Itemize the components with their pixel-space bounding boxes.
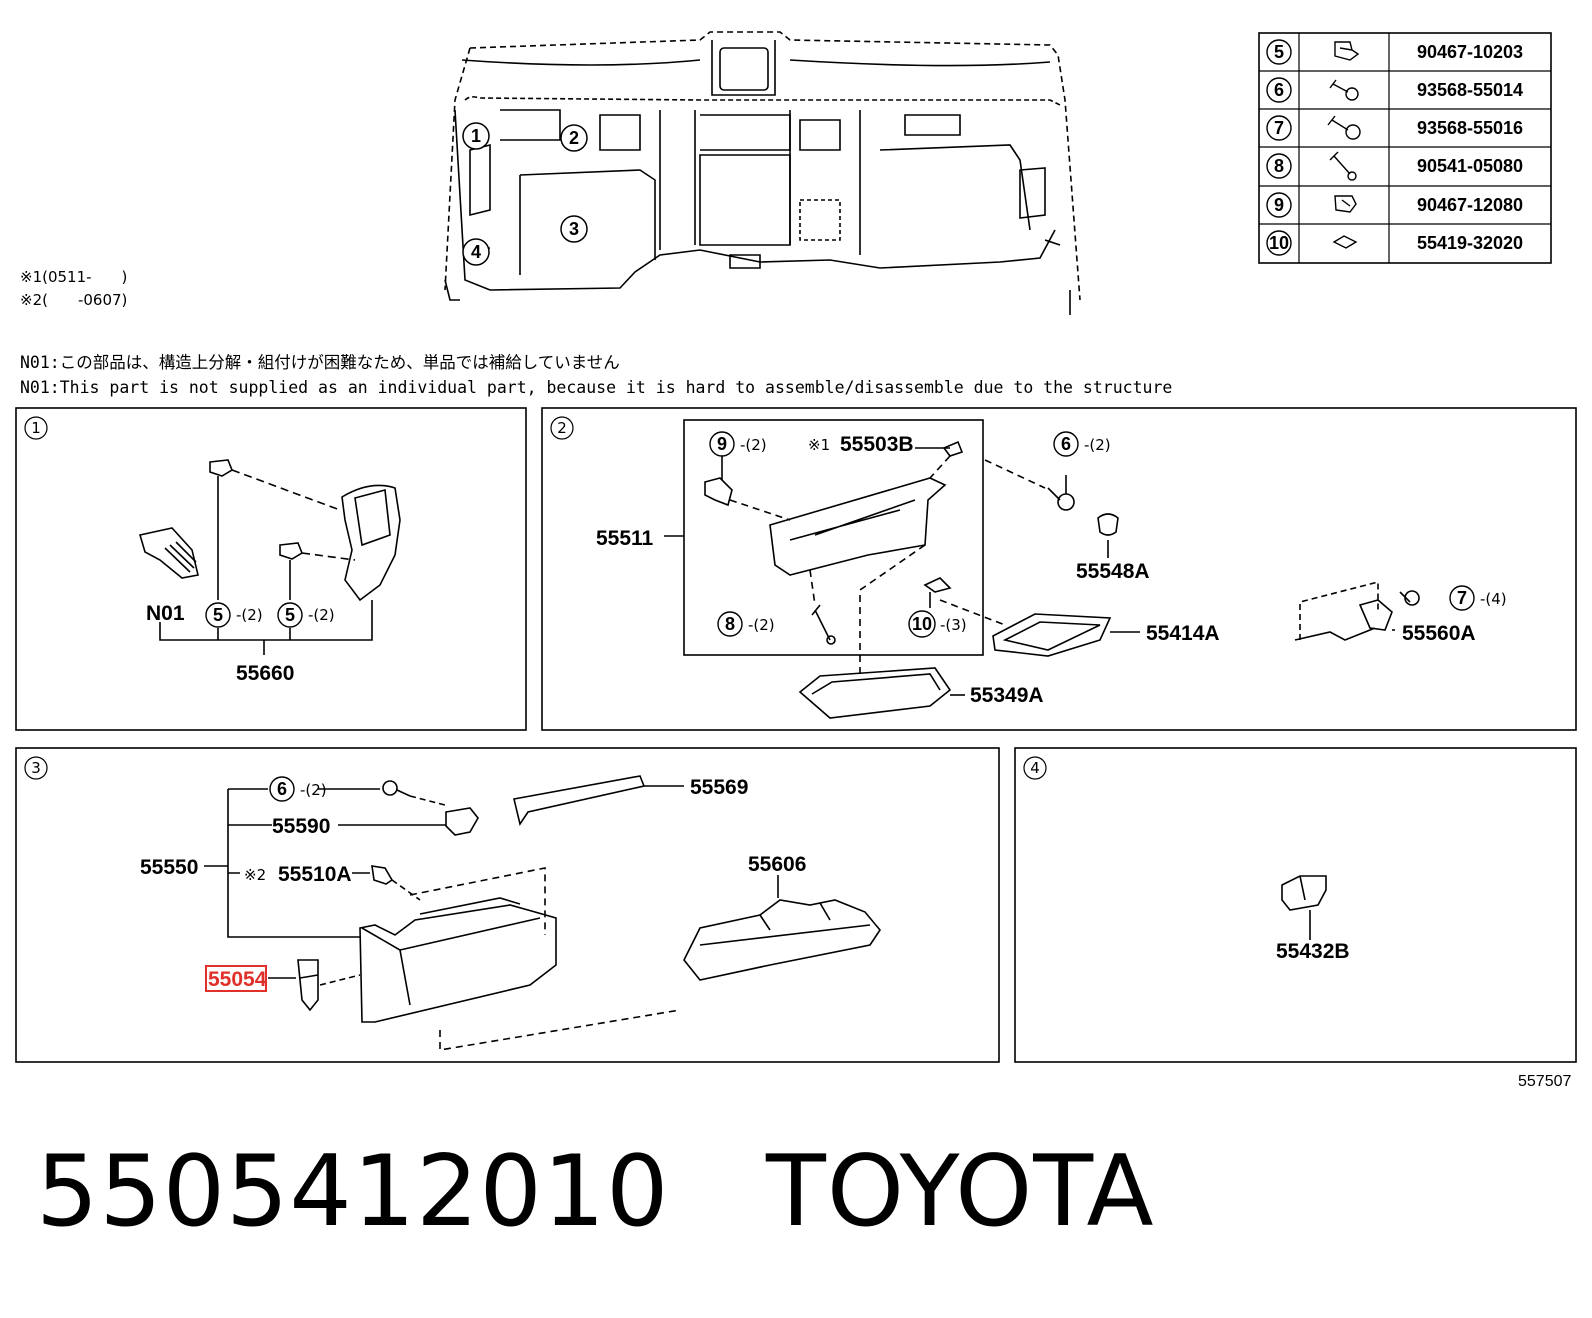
qty: -(2) [236,606,263,624]
callout-6: 6 [1061,434,1071,454]
ref-number: 9 [1274,195,1284,215]
panel-4: 4 55432B [1014,747,1577,1063]
label-55511: 55511 [596,527,654,550]
callout-7: 7 [1457,588,1467,608]
panel-number: 3 [31,759,41,777]
panel-3: 3 [15,747,1000,1063]
footer-title: 5505412010 TOYOTA [36,1135,1155,1249]
overview-callout-3: 3 [569,219,579,239]
qty: -(2) [300,781,327,799]
panel2-drawing [664,440,1420,719]
qty: -(2) [748,616,775,634]
panel4-drawing [1281,875,1327,940]
callout-9: 9 [717,434,727,454]
ref-number: 6 [1274,80,1284,100]
qty: -(2) [1084,436,1111,454]
overview-callout-2: 2 [569,128,579,148]
part-number: 90467-12080 [1417,195,1523,215]
screw-icon [1327,115,1361,140]
date-marker: ※1 [808,436,830,454]
part-number: 93568-55016 [1417,118,1523,138]
label-55432B: 55432B [1276,940,1350,963]
callout-6: 6 [277,779,287,799]
label-55349A: 55349A [970,684,1044,707]
qty: -(2) [308,606,335,624]
qty: -(3) [940,616,967,634]
ref-number: 10 [1269,233,1289,253]
part-number: 90541-05080 [1417,156,1523,176]
label-55550: 55550 [140,856,198,879]
table-row: 8 90541-05080 [1266,151,1523,181]
date-note-2: ※2( -0607) [20,291,127,309]
screw-icon [1329,79,1359,101]
label-N01: N01 [146,602,185,625]
qty: -(4) [1480,590,1507,608]
bolt-icon [1329,151,1357,181]
label-55548A: 55548A [1076,560,1150,583]
note-english: N01:This part is not supplied as an indi… [20,378,1172,397]
label-55606: 55606 [748,853,806,876]
label-55590: 55590 [272,815,330,838]
callout-8: 8 [725,614,735,634]
part-number: 55419-32020 [1417,233,1523,253]
callout-5: 5 [213,605,223,625]
clip-icon [1334,195,1357,213]
panel-number: 1 [31,419,41,437]
panel1-drawing [138,459,401,655]
table-row: 6 93568-55014 [1266,77,1523,103]
label-55660: 55660 [236,662,294,685]
overview-callout-4: 4 [471,242,481,262]
panel-1: 1 N01 5 -(2) 5 -(2) 55660 [15,407,527,731]
label-55560A: 55560A [1402,622,1476,645]
label-55054-highlighted[interactable]: 55054 [208,968,267,991]
part-number: 93568-55014 [1417,80,1523,100]
panel3-drawing [204,775,881,1051]
table-row: 9 90467-12080 [1266,192,1523,218]
part-number: 90467-10203 [1417,42,1523,62]
callout-5: 5 [285,605,295,625]
dashboard-overview [444,31,1081,315]
callout-10: 10 [912,614,932,634]
panel-number: 4 [1030,759,1040,777]
parts-table: 5 90467-10203 6 93568-55014 7 93568-5501… [1258,32,1552,264]
footer-part-number: 5505412010 [36,1135,670,1249]
ref-number: 7 [1274,118,1284,138]
table-row: 5 90467-10203 [1266,39,1523,65]
overview-callout-1: 1 [471,126,481,146]
ref-number: 5 [1274,42,1284,62]
diagram-id: 557507 [1518,1073,1572,1090]
overview-callouts: 1 2 3 4 [462,122,588,266]
date-note-1: ※1(0511- ) [20,268,127,286]
date-marker: ※2 [244,866,266,884]
panel-2: 2 [541,407,1577,731]
label-55503B: 55503B [840,433,914,456]
highlight-box [205,965,267,992]
panel-number: 2 [557,419,567,437]
ref-number: 8 [1274,156,1284,176]
clip-icon [1334,41,1360,61]
label-55569: 55569 [690,776,748,799]
table-row: 7 93568-55016 [1266,115,1523,141]
qty: -(2) [740,436,767,454]
note-japanese: N01:この部品は、構造上分解・組付けが困難なため、単品では補給していません [20,353,620,372]
pad-icon [1332,235,1358,249]
footer-brand: TOYOTA [765,1135,1155,1249]
table-row: 10 55419-32020 [1266,230,1523,256]
label-55414A: 55414A [1146,622,1220,645]
label-55510A: 55510A [278,863,352,886]
